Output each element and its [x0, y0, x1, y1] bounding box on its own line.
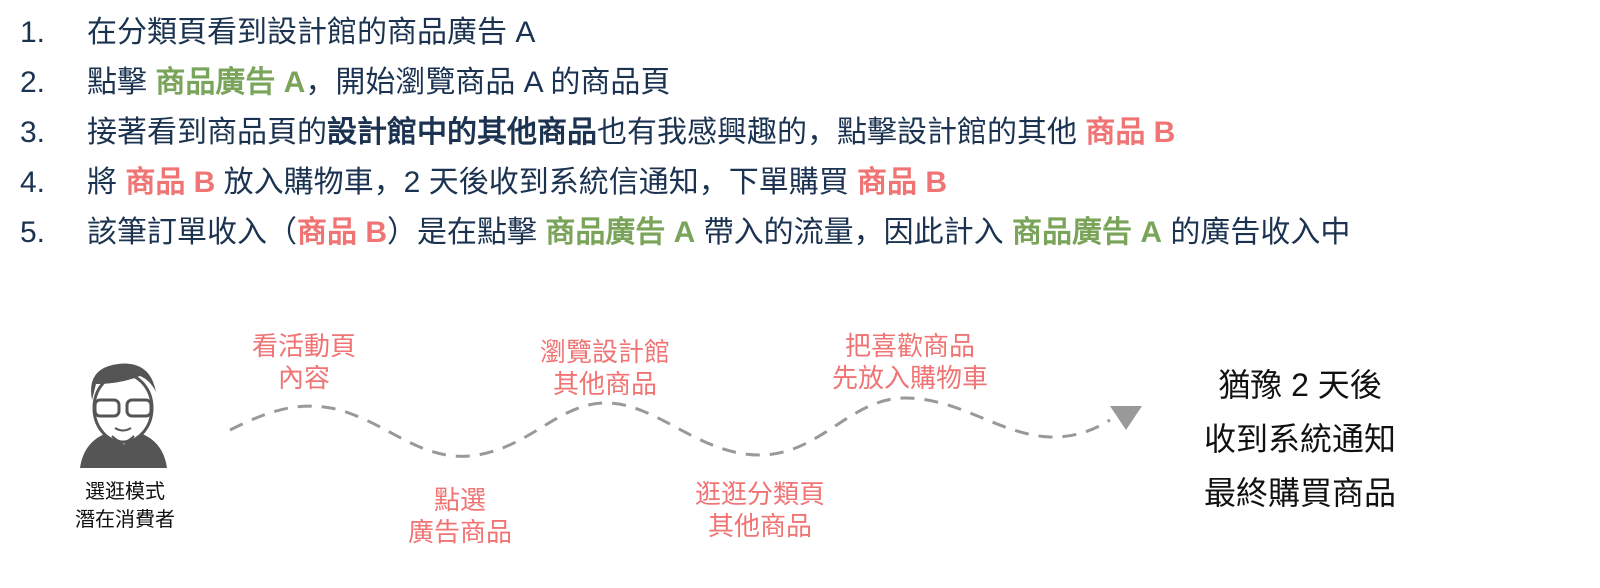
- step-number: 3.: [20, 116, 46, 149]
- result-line: 收到系統通知: [1203, 421, 1396, 457]
- step-text: 將: [87, 166, 126, 199]
- step-number: 2.: [20, 66, 46, 99]
- persona-line: 潛在消費者: [75, 509, 175, 531]
- stage-line: 逛逛分類頁: [694, 479, 825, 509]
- stage-line: 先放入購物車: [831, 363, 988, 393]
- stage-label: 點選 廣告商品: [360, 484, 560, 548]
- step-text: 該筆訂單收入（: [87, 216, 297, 249]
- step-highlight: 商品廣告 A: [1012, 216, 1163, 249]
- stage-label: 逛逛分類頁 其他商品: [660, 478, 860, 542]
- step-highlight: 商品 B: [125, 166, 216, 199]
- step-text: 的廣告收入中: [1162, 216, 1351, 249]
- step-highlight: 商品 B: [297, 216, 387, 249]
- step-number: 1.: [20, 16, 46, 49]
- step-item: 5. 該筆訂單收入（商品 B）是在點擊 商品廣告 A 帶入的流量，因此計入 商品廣…: [0, 208, 1537, 258]
- step-highlight: 商品 B: [857, 166, 948, 199]
- stage-line: 點選: [433, 485, 486, 515]
- stage-label: 瀏覽設計館 其他商品: [505, 336, 705, 400]
- step-item: 4. 將 商品 B 放入購物車，2 天後收到系統信通知，下單購買 商品 B: [0, 158, 1537, 208]
- journey-dashed-path: [229, 396, 1111, 458]
- step-item: 1. 在分類頁看到設計館的商品廣告 A: [0, 8, 1537, 58]
- persona-label: 選逛模式 潛在消費者: [50, 478, 200, 534]
- step-text: 帶入的流量，因此計入: [695, 216, 1013, 249]
- step-text: 在分類頁看到設計館的商品廣告 A: [87, 16, 536, 49]
- stage-line: 廣告商品: [407, 517, 512, 547]
- step-text: 也有我感興趣的，點擊設計館的其他: [597, 116, 1086, 149]
- persona-line: 選逛模式: [85, 481, 165, 503]
- persona-avatar-icon: [80, 363, 167, 468]
- step-text: 接著看到商品頁的: [87, 116, 327, 149]
- result-line: 最終購買商品: [1203, 475, 1396, 511]
- step-item: 3. 接著看到商品頁的設計館中的其他商品也有我感興趣的，點擊設計館的其他 商品 B: [0, 108, 1537, 158]
- step-highlight: 商品廣告 A: [155, 66, 306, 99]
- result-label: 猶豫 2 天後 收到系統通知 最終購買商品: [1150, 358, 1450, 520]
- stage-label: 看活動頁 內容: [204, 330, 404, 394]
- stage-line: 瀏覽設計館: [539, 337, 670, 367]
- stage-line: 看活動頁: [251, 331, 356, 361]
- step-number: 5.: [20, 216, 46, 249]
- stage-line: 其他商品: [552, 369, 657, 399]
- step-highlight: 商品廣告 A: [545, 216, 696, 249]
- result-line: 猶豫 2 天後: [1218, 367, 1382, 403]
- step-highlight: 商品 B: [1085, 116, 1176, 149]
- step-text: 點擊: [87, 66, 156, 99]
- stage-line: 內容: [277, 363, 330, 393]
- arrow-head-icon: [1110, 406, 1142, 430]
- step-text: ）是在點擊: [387, 216, 546, 249]
- step-item: 2. 點擊 商品廣告 A，開始瀏覽商品 A 的商品頁: [0, 58, 1537, 108]
- step-text: 放入購物車，2 天後收到系統信通知，下單購買: [215, 166, 858, 199]
- step-number: 4.: [20, 166, 46, 199]
- step-text: ，開始瀏覽商品 A 的商品頁: [305, 66, 671, 99]
- stage-line: 其他商品: [707, 511, 812, 541]
- step-highlight: 設計館中的其他商品: [327, 116, 597, 149]
- stage-label: 把喜歡商品 先放入購物車: [810, 330, 1010, 394]
- stage-line: 把喜歡商品: [844, 331, 975, 361]
